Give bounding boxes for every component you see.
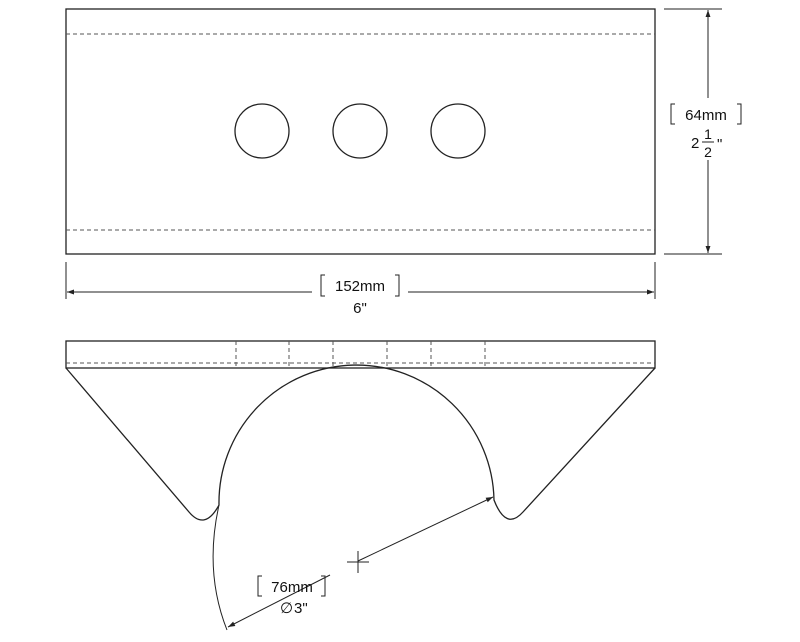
metric-bracket-right — [737, 103, 742, 125]
diameter-extension-arc — [212, 504, 228, 631]
bolt-hole-left — [234, 103, 290, 159]
metric-bracket-left — [670, 103, 675, 125]
bolt-hole-right — [430, 103, 486, 159]
height-metric-label: 64mm — [685, 107, 727, 124]
width-dimension: 152mm 6" — [65, 262, 656, 317]
front-view-plate — [65, 340, 656, 369]
width-bracket-left — [320, 274, 325, 297]
gusset-outline — [65, 364, 656, 521]
height-imperial-whole: 2 — [691, 135, 699, 152]
width-metric-label: 152mm — [335, 278, 385, 295]
diameter-leader — [227, 574, 331, 628]
height-imperial-denominator: 2 — [704, 144, 712, 160]
diameter-metric-label: 76mm — [271, 579, 313, 596]
height-imperial-unit: " — [717, 136, 722, 153]
width-imperial-label: 6" — [353, 300, 367, 317]
top-view-outline — [65, 8, 656, 255]
diameter-bracket-left — [257, 575, 262, 597]
diameter-symbol: ∅ — [280, 600, 293, 617]
front-view — [65, 340, 656, 521]
diameter-bracket-right — [321, 575, 326, 597]
diameter-dimension: 76mm ∅ 3" — [212, 496, 494, 631]
bolt-hole-center — [332, 103, 388, 159]
height-dimension: 64mm 2 1 2 " — [664, 8, 742, 255]
width-bracket-right — [395, 274, 400, 297]
diameter-imperial-label: 3" — [294, 600, 308, 617]
top-view — [65, 8, 656, 255]
height-imperial-numerator: 1 — [704, 126, 712, 142]
diameter-arrow-upper — [357, 496, 494, 562]
